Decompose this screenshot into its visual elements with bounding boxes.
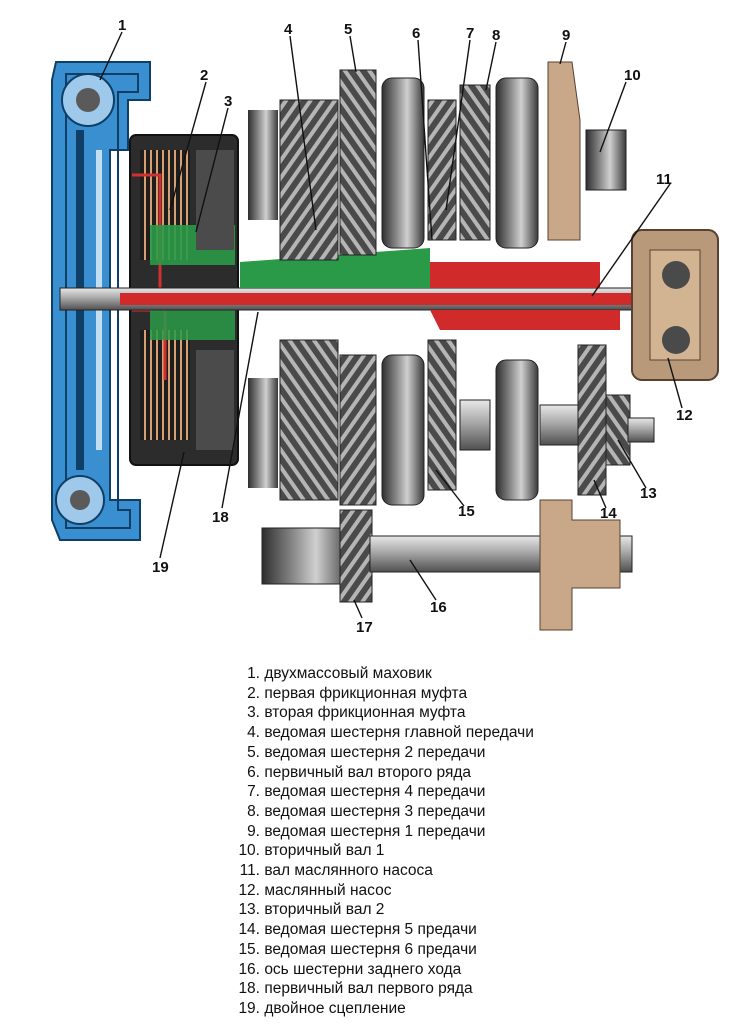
legend-item: 13. вторичный вал 2 xyxy=(238,901,385,919)
legend-item: 3. вторая фрикционная муфта xyxy=(247,704,466,722)
legend-item: 12. маслянный насос xyxy=(238,881,392,899)
callout-17: 17 xyxy=(356,619,373,636)
callout-4: 4 xyxy=(284,21,293,38)
legend-item: 15. ведомая шестерня 6 предачи xyxy=(238,940,477,958)
parts-legend: 1. двухмассовый маховик 2. первая фрикци… xyxy=(232,664,534,1019)
callout-6: 6 xyxy=(412,25,420,42)
oil-pump-shaft xyxy=(120,248,640,330)
upper-gear-train xyxy=(248,61,627,261)
callout-1: 1 xyxy=(118,17,126,34)
callout-leaders xyxy=(99,31,683,619)
legend-item: 6. первичный вал второго ряда xyxy=(247,763,472,781)
transmission-cutaway-diagram: 1 2 3 4 5 6 7 8 9 10 11 12 13 14 15 16 1… xyxy=(51,17,719,636)
callout-11: 11 xyxy=(656,171,672,188)
callout-13: 13 xyxy=(640,485,657,502)
callout-15: 15 xyxy=(458,503,475,520)
callout-16: 16 xyxy=(430,599,447,616)
legend-item: 8. ведомая шестерня 3 передачи xyxy=(247,802,486,820)
oil-pump xyxy=(631,229,719,381)
callout-12: 12 xyxy=(676,407,693,424)
callout-10: 10 xyxy=(624,67,641,84)
legend-item: 16. ось шестерни заднего хода xyxy=(238,960,462,978)
legend-item: 7. ведомая шестерня 4 передачи xyxy=(247,783,486,801)
legend-item: 4. ведомая шестерня главной передачи xyxy=(247,724,534,742)
reverse-gear-axle xyxy=(261,499,633,631)
legend-item: 1. двухмассовый маховик xyxy=(247,665,432,682)
lower-gear-train xyxy=(248,339,655,506)
callout-8: 8 xyxy=(492,27,500,44)
callout-9: 9 xyxy=(562,27,570,44)
legend-item: 9. ведомая шестерня 1 передачи xyxy=(247,822,486,840)
callout-3: 3 xyxy=(224,93,232,110)
legend-item: 10. вторичный вал 1 xyxy=(238,842,385,860)
callout-18: 18 xyxy=(212,509,229,526)
callout-labels: 1 2 3 4 5 6 7 8 9 10 11 12 13 14 15 16 1… xyxy=(118,17,693,636)
callout-19: 19 xyxy=(152,559,169,576)
callout-2: 2 xyxy=(200,67,208,84)
legend-item: 11. вал маслянного насоса xyxy=(239,862,433,880)
legend-item: 19. двойное сцепление xyxy=(238,999,406,1017)
legend-item: 14. ведомая шестерня 5 предачи xyxy=(238,921,477,939)
callout-14: 14 xyxy=(600,505,617,522)
legend-item: 18. первичный вал первого ряда xyxy=(238,980,473,998)
legend-item: 5. ведомая шестерня 2 передачи xyxy=(247,743,486,761)
legend-item: 2. первая фрикционная муфта xyxy=(247,684,468,702)
callout-7: 7 xyxy=(466,25,474,42)
callout-5: 5 xyxy=(344,21,352,38)
